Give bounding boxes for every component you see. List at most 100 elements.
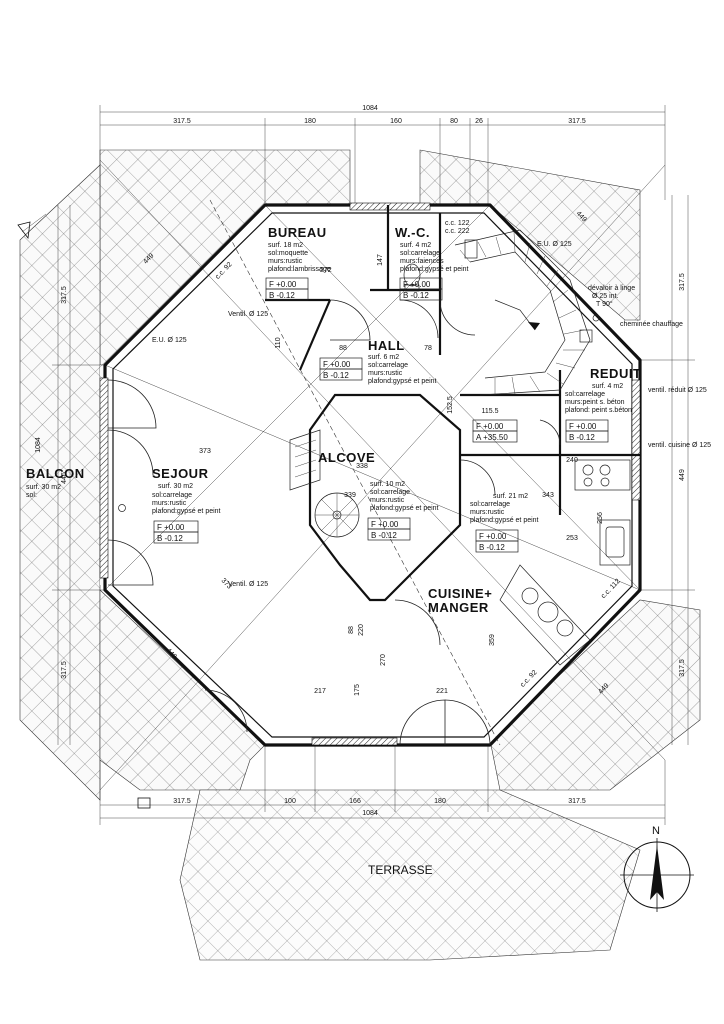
alcove-line-1: surf. 10 m2 bbox=[370, 481, 405, 488]
dim-top-1: 317.5 bbox=[173, 118, 191, 125]
stair-f: F +0.00 bbox=[476, 422, 504, 431]
dim-339: 339 bbox=[344, 492, 356, 499]
reduit-line-4: plafond: peint s.béton bbox=[565, 407, 632, 414]
sejour-line-4: plafond:gypsé et peint bbox=[152, 508, 221, 515]
room-cuisine: CUISINE+ MANGER surf. 21 m2 sol:carrelag… bbox=[428, 493, 539, 615]
balcon-line-1: surf. 30 m2 bbox=[26, 484, 61, 491]
room-name-hall: HALL bbox=[368, 338, 405, 353]
room-balcon: BALCON surf. 30 m2 sol: bbox=[26, 466, 85, 499]
hall-line-2: sol:carrelage bbox=[368, 362, 408, 369]
bureau-f: F +0.00 bbox=[269, 280, 297, 289]
eu-1: E.U. Ø 125 bbox=[152, 337, 187, 344]
cuisine-line-4: plafond:gypsé et peint bbox=[470, 517, 539, 524]
eu-2: E.U. Ø 125 bbox=[537, 241, 572, 248]
room-hall: HALL surf. 6 m2 sol:carrelage murs:rusti… bbox=[319, 338, 437, 385]
room-name-cuisine: CUISINE+ bbox=[428, 586, 492, 601]
dim-bottom-4: 180 bbox=[434, 798, 446, 805]
cheminee: cheminée chauffage bbox=[620, 321, 683, 328]
room-name-alcove: ALCOVE bbox=[318, 450, 375, 465]
bureau-line-4: plafond:lambrissage bbox=[268, 266, 331, 273]
dim-78: 78 bbox=[424, 345, 432, 352]
cc-3: c.c. 122 bbox=[445, 220, 470, 227]
dim-115-5: 115.5 bbox=[482, 408, 499, 415]
wc-f: F +0.00 bbox=[403, 280, 431, 289]
dim-bottom-2: 100 bbox=[284, 798, 296, 805]
reduit-line-2: sol:carrelage bbox=[565, 391, 605, 398]
cc-5: c.c. 222 bbox=[445, 228, 470, 235]
alcove-line-4: plafond:gypsé et peint bbox=[370, 505, 439, 512]
dim-359: 359 bbox=[489, 634, 496, 646]
hall-line-4: plafond:gypsé et peint bbox=[368, 378, 437, 385]
sejour-b: B -0.12 bbox=[157, 534, 183, 543]
dim-right-2: 449 bbox=[679, 469, 686, 481]
reduit-line-3: murs:peint s. béton bbox=[565, 399, 625, 406]
stair-levels: F +0.00 A +35.50 bbox=[472, 419, 518, 443]
dim-top-total: 1084 bbox=[362, 105, 378, 112]
bureau-line-1: surf. 18 m2 bbox=[268, 242, 303, 249]
room-alcove: ALCOVE surf. 10 m2 sol:carrelage murs:ru… bbox=[318, 450, 439, 541]
cuisine-line-1: surf. 21 m2 bbox=[493, 493, 528, 500]
dimension-lines bbox=[52, 105, 695, 825]
balcon-line-2: sol: bbox=[26, 492, 37, 499]
wc-line-3: murs:faiences bbox=[400, 258, 444, 265]
dim-221: 221 bbox=[436, 688, 448, 695]
bureau-line-3: murs:rustic bbox=[268, 258, 303, 265]
dim-right-1: 317.5 bbox=[679, 273, 686, 291]
hall-line-3: murs:rustic bbox=[368, 370, 403, 377]
section-markers bbox=[17, 213, 151, 809]
north-arrow: N bbox=[620, 825, 694, 912]
bureau-b: B -0.12 bbox=[269, 291, 295, 300]
dim-110: 110 bbox=[275, 337, 282, 348]
room-name-reduit: REDUIT bbox=[590, 366, 641, 381]
alcove-line-2: sol:carrelage bbox=[370, 489, 410, 496]
sejour-line-1: surf. 30 m2 bbox=[158, 483, 193, 490]
sejour-line-2: sol:carrelage bbox=[152, 492, 192, 499]
bureau-extra: 272 bbox=[320, 267, 332, 274]
dim-152-5: 152.5 bbox=[447, 396, 454, 414]
ventil-3: ventil. réduit Ø 125 bbox=[648, 387, 707, 394]
dim-253: 253 bbox=[566, 535, 578, 542]
room-name-cuisine-2: MANGER bbox=[428, 600, 489, 615]
ventil-4: ventil. cuisine Ø 125 bbox=[648, 442, 711, 449]
dim-240: 240 bbox=[566, 457, 578, 464]
dim-175: 175 bbox=[354, 684, 361, 696]
room-name-wc: W.-C. bbox=[395, 225, 430, 240]
room-name-bureau: BUREAU bbox=[268, 225, 327, 240]
dim-left-3: 317.5 bbox=[61, 661, 68, 679]
dim-left-1: 317.5 bbox=[61, 286, 68, 304]
dim-88: 88 bbox=[339, 345, 347, 352]
dim-338: 338 bbox=[356, 463, 368, 470]
ventil-2: Ventil. Ø 125 bbox=[228, 581, 268, 588]
doors bbox=[107, 299, 561, 746]
dim-top-4: 80 bbox=[450, 118, 458, 125]
room-name-balcon: BALCON bbox=[26, 466, 85, 481]
dim-147: 147 bbox=[377, 254, 384, 266]
wc-line-2: sol:carrelage bbox=[400, 250, 440, 257]
annotations: Ventil. Ø 125 Ventil. Ø 125 ventil. rédu… bbox=[152, 241, 711, 588]
hall-b: B -0.12 bbox=[323, 371, 349, 380]
room-terrasse: TERRASSE bbox=[368, 863, 433, 877]
t90: T 90° bbox=[596, 300, 613, 308]
dim-bottom-total: 1084 bbox=[362, 810, 378, 817]
dim-bottom-5: 317.5 bbox=[568, 798, 586, 805]
dim-right-3: 317.5 bbox=[679, 659, 686, 677]
dim-270: 270 bbox=[380, 654, 387, 666]
sejour-line-3: murs:rustic bbox=[152, 500, 187, 507]
kitchen-fixtures bbox=[499, 329, 631, 666]
dim-bottom-3: 166 bbox=[349, 798, 361, 805]
dim-left-2: 446 bbox=[61, 472, 68, 484]
wc-b: B -0.12 bbox=[403, 291, 429, 300]
hall-line-1: surf. 6 m2 bbox=[368, 354, 399, 361]
dim-256: 256 bbox=[597, 512, 604, 524]
bureau-line-2: sol:moquette bbox=[268, 250, 308, 257]
reduit-line-1: surf. 4 m2 bbox=[592, 383, 623, 390]
devaloir: dévaloir à linge bbox=[588, 285, 635, 292]
cuisine-f: F +0.00 bbox=[479, 532, 507, 541]
room-name-terrasse: TERRASSE bbox=[368, 863, 433, 877]
alcove-b: B -0.12 bbox=[371, 531, 397, 540]
dim-88-b: 88 bbox=[348, 626, 355, 634]
cuisine-line-2: sol:carrelage bbox=[470, 501, 510, 508]
alcove-line-3: murs:rustic bbox=[370, 497, 405, 504]
dim-343: 343 bbox=[542, 492, 554, 499]
